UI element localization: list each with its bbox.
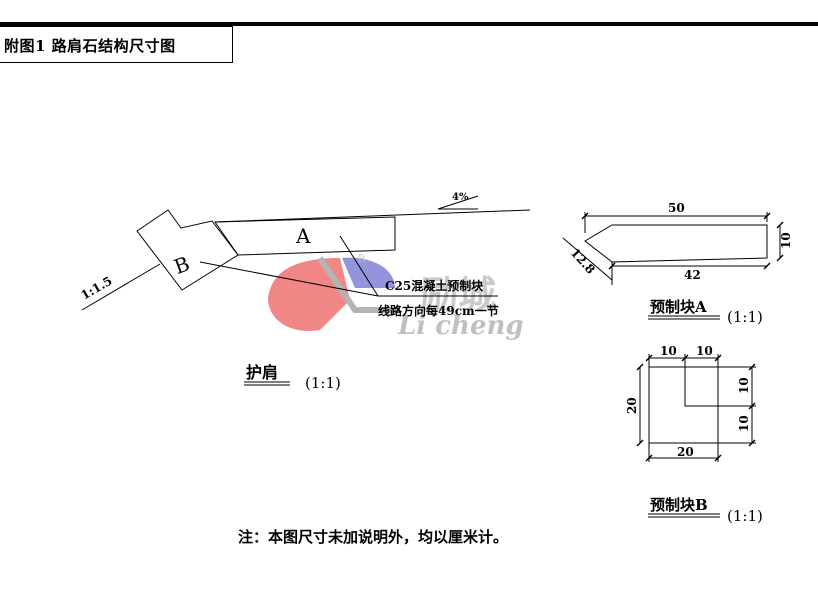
shoulder-labels: 4% 1:1.5 A B C25混凝土预制块 线路方向每49cm一节 护肩 (1… [79, 192, 499, 392]
block-b-dim-right-top-label: 10 [737, 377, 751, 394]
block-b-outline [136, 209, 239, 291]
watermark-check [317, 256, 400, 313]
shoulder-caption: 护肩 [246, 363, 278, 382]
block-b-dim-top-left-label: 10 [660, 344, 677, 358]
block-b-labels: 10 10 20 10 10 20 预制块B (1:1) [625, 344, 763, 525]
block-a-dim-right-label: 10 [779, 232, 793, 249]
block-a-labels: 50 42 10 12.8 预制块A (1:1) [568, 201, 793, 326]
callout-leader-a [339, 235, 379, 297]
watermark-logo: R 励城 Li cheng [268, 254, 524, 341]
watermark-red-fill [268, 258, 350, 331]
dimension-ticks [581, 212, 784, 462]
block-a-outline [214, 216, 396, 256]
block-b-detail-outline [648, 366, 719, 444]
shoulder-caption-scale: (1:1) [305, 374, 341, 392]
block-a-detail [562, 212, 781, 285]
watermark-latin: Li cheng [397, 311, 524, 341]
callout-line-2: 线路方向每49cm一节 [378, 303, 499, 318]
block-a-detail-outline [584, 224, 768, 263]
road-surface-line [214, 209, 531, 223]
callout-leader-b [199, 261, 379, 297]
shoulder-section [81, 195, 531, 311]
grade-leader [437, 195, 479, 210]
watermark-chinese: 励城 [420, 272, 496, 317]
grade-label: 4% [452, 192, 469, 203]
block-b-dim-top-right-label: 10 [696, 344, 713, 358]
block-a-dim-bottom-label: 42 [684, 268, 701, 282]
watermark-registered: R [358, 254, 366, 265]
block-b-dim-bottom-label: 20 [677, 445, 694, 459]
dimension-note: 注：本图尺寸未加说明外，均以厘米计。 [238, 528, 509, 546]
title-box: 附图1 路肩石结构尺寸图 [0, 26, 233, 63]
block-b-label: B [171, 251, 193, 279]
block-b-dim-left-label: 20 [625, 397, 639, 414]
block-a-dim-top-label: 50 [668, 201, 685, 215]
block-a-label: A [295, 224, 311, 248]
block-a-dim-slant-label: 12.8 [568, 246, 598, 277]
block-a-scale: (1:1) [727, 308, 763, 326]
side-slope-label: 1:1.5 [79, 274, 115, 303]
block-b-dim-right-bottom-label: 10 [737, 415, 751, 432]
block-b-detail [639, 354, 756, 462]
drawing-title: 附图1 路肩石结构尺寸图 [4, 37, 176, 55]
block-b-scale: (1:1) [727, 507, 763, 525]
block-a-dim-slant [562, 237, 613, 281]
slope-line [81, 263, 161, 311]
watermark-blue-shape [342, 257, 395, 288]
callout-line-1: C25混凝土预制块 [385, 278, 484, 293]
block-a-caption: 预制块A [650, 298, 707, 316]
block-b-caption: 预制块B [650, 496, 708, 514]
top-border-rule [0, 22, 818, 26]
